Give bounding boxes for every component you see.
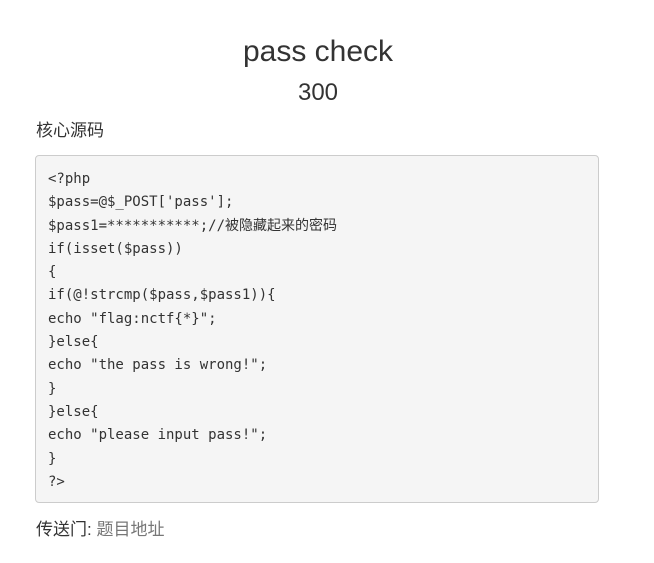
- code-line: echo "flag:nctf{*}";: [48, 310, 217, 327]
- code-line: {: [48, 264, 57, 281]
- code-line: }: [48, 450, 57, 467]
- portal-label: 传送门:: [36, 520, 92, 539]
- code-line: }: [48, 380, 57, 397]
- code-line: $pass1=***********;//被隐藏起来的密码: [48, 217, 338, 234]
- code-line: ?>: [48, 473, 65, 490]
- source-heading: 核心源码: [36, 121, 104, 140]
- code-line: <?php: [48, 171, 91, 187]
- code-line: if(isset($pass)): [48, 240, 183, 257]
- portal-footer: 传送门: 题目地址: [36, 519, 164, 541]
- code-line: echo "the pass is wrong!";: [48, 357, 268, 374]
- code-line: if(@!strcmp($pass,$pass1)){: [48, 287, 276, 304]
- challenge-title: pass check: [242, 35, 394, 68]
- code-line: }else{: [48, 334, 99, 351]
- code-line: }else{: [48, 403, 99, 420]
- challenge-address-link[interactable]: 题目地址: [96, 520, 165, 539]
- code-line: $pass=@$_POST['pass'];: [48, 194, 234, 211]
- source-code-block: <?php $pass=@$_POST['pass']; $pass1=****…: [35, 155, 599, 503]
- code-line: echo "please input pass!";: [48, 427, 268, 444]
- challenge-score: 300: [297, 79, 339, 106]
